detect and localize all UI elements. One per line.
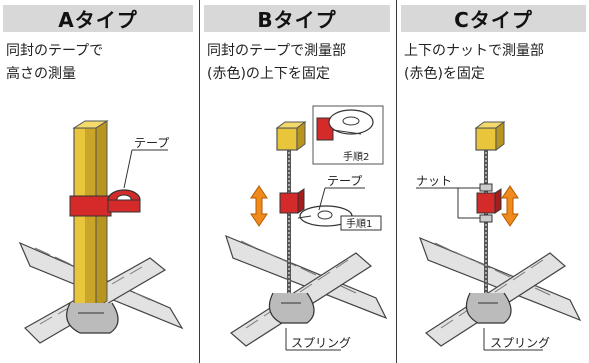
step1-label: 手順1 [346, 217, 372, 230]
step2-inset [312, 105, 384, 165]
type-c-header: Cタイプ [401, 5, 586, 32]
lower-nut [479, 214, 493, 223]
yellow-cap [474, 121, 506, 151]
type-a-description: 同封のテープで 高さの測量 [6, 40, 103, 86]
type-b-illustration: 手順2 テープ 手順1 スプリング [225, 105, 388, 351]
type-a-desc-line-2: 高さの測量 [6, 66, 76, 82]
clamp [268, 292, 315, 324]
type-b-desc-line-1: 同封のテープで測量部 [207, 43, 347, 59]
spring-label: スプリング [291, 336, 351, 350]
type-a-desc-line-1: 同封のテープで [6, 43, 104, 59]
orange-up-down-arrow [250, 185, 268, 227]
yellow-cap [275, 121, 307, 151]
tape-leader-line [318, 187, 326, 211]
type-c-desc-line-2: (赤色)を固定 [404, 66, 485, 82]
type-c-desc-line-1: 上下のナットで測量部 [404, 43, 544, 59]
step1-label-box [340, 215, 382, 231]
panel-type-c: Cタイプ 上下のナットで測量部 (赤色)を固定 [398, 0, 589, 363]
red-measure-part [279, 188, 305, 214]
panel-type-a: Aタイプ 同封のテープで 高さの測量 [0, 0, 196, 363]
red-measure-part [476, 188, 502, 214]
type-b-desc-line-2: (赤色)の上下を固定 [207, 66, 330, 82]
yellow-post [72, 120, 109, 309]
orange-up-down-arrow [501, 185, 519, 227]
step2-label: 手順2 [343, 150, 369, 163]
divider-1 [199, 0, 200, 363]
type-c-description: 上下のナットで測量部 (赤色)を固定 [404, 40, 544, 86]
clamp [465, 292, 512, 324]
nut-label: ナット [416, 174, 452, 188]
red-tape [69, 189, 141, 217]
divider-2 [396, 0, 397, 363]
panel-type-b: Bタイプ 同封のテープで測量部 (赤色)の上下を固定 [201, 0, 393, 363]
type-c-illustration: ナット スプリング [416, 121, 582, 351]
type-a-illustration: テープ [18, 120, 184, 344]
tape-label: テープ [134, 136, 169, 150]
upper-nut [479, 183, 493, 192]
type-a-header: Aタイプ [3, 5, 193, 32]
spring-label: スプリング [490, 336, 550, 350]
clamp [66, 302, 119, 334]
tape-leader-line [123, 149, 133, 189]
type-b-description: 同封のテープで測量部 (赤色)の上下を固定 [207, 40, 346, 86]
type-b-header: Bタイプ [204, 5, 390, 32]
tape-label: テープ [327, 174, 362, 188]
